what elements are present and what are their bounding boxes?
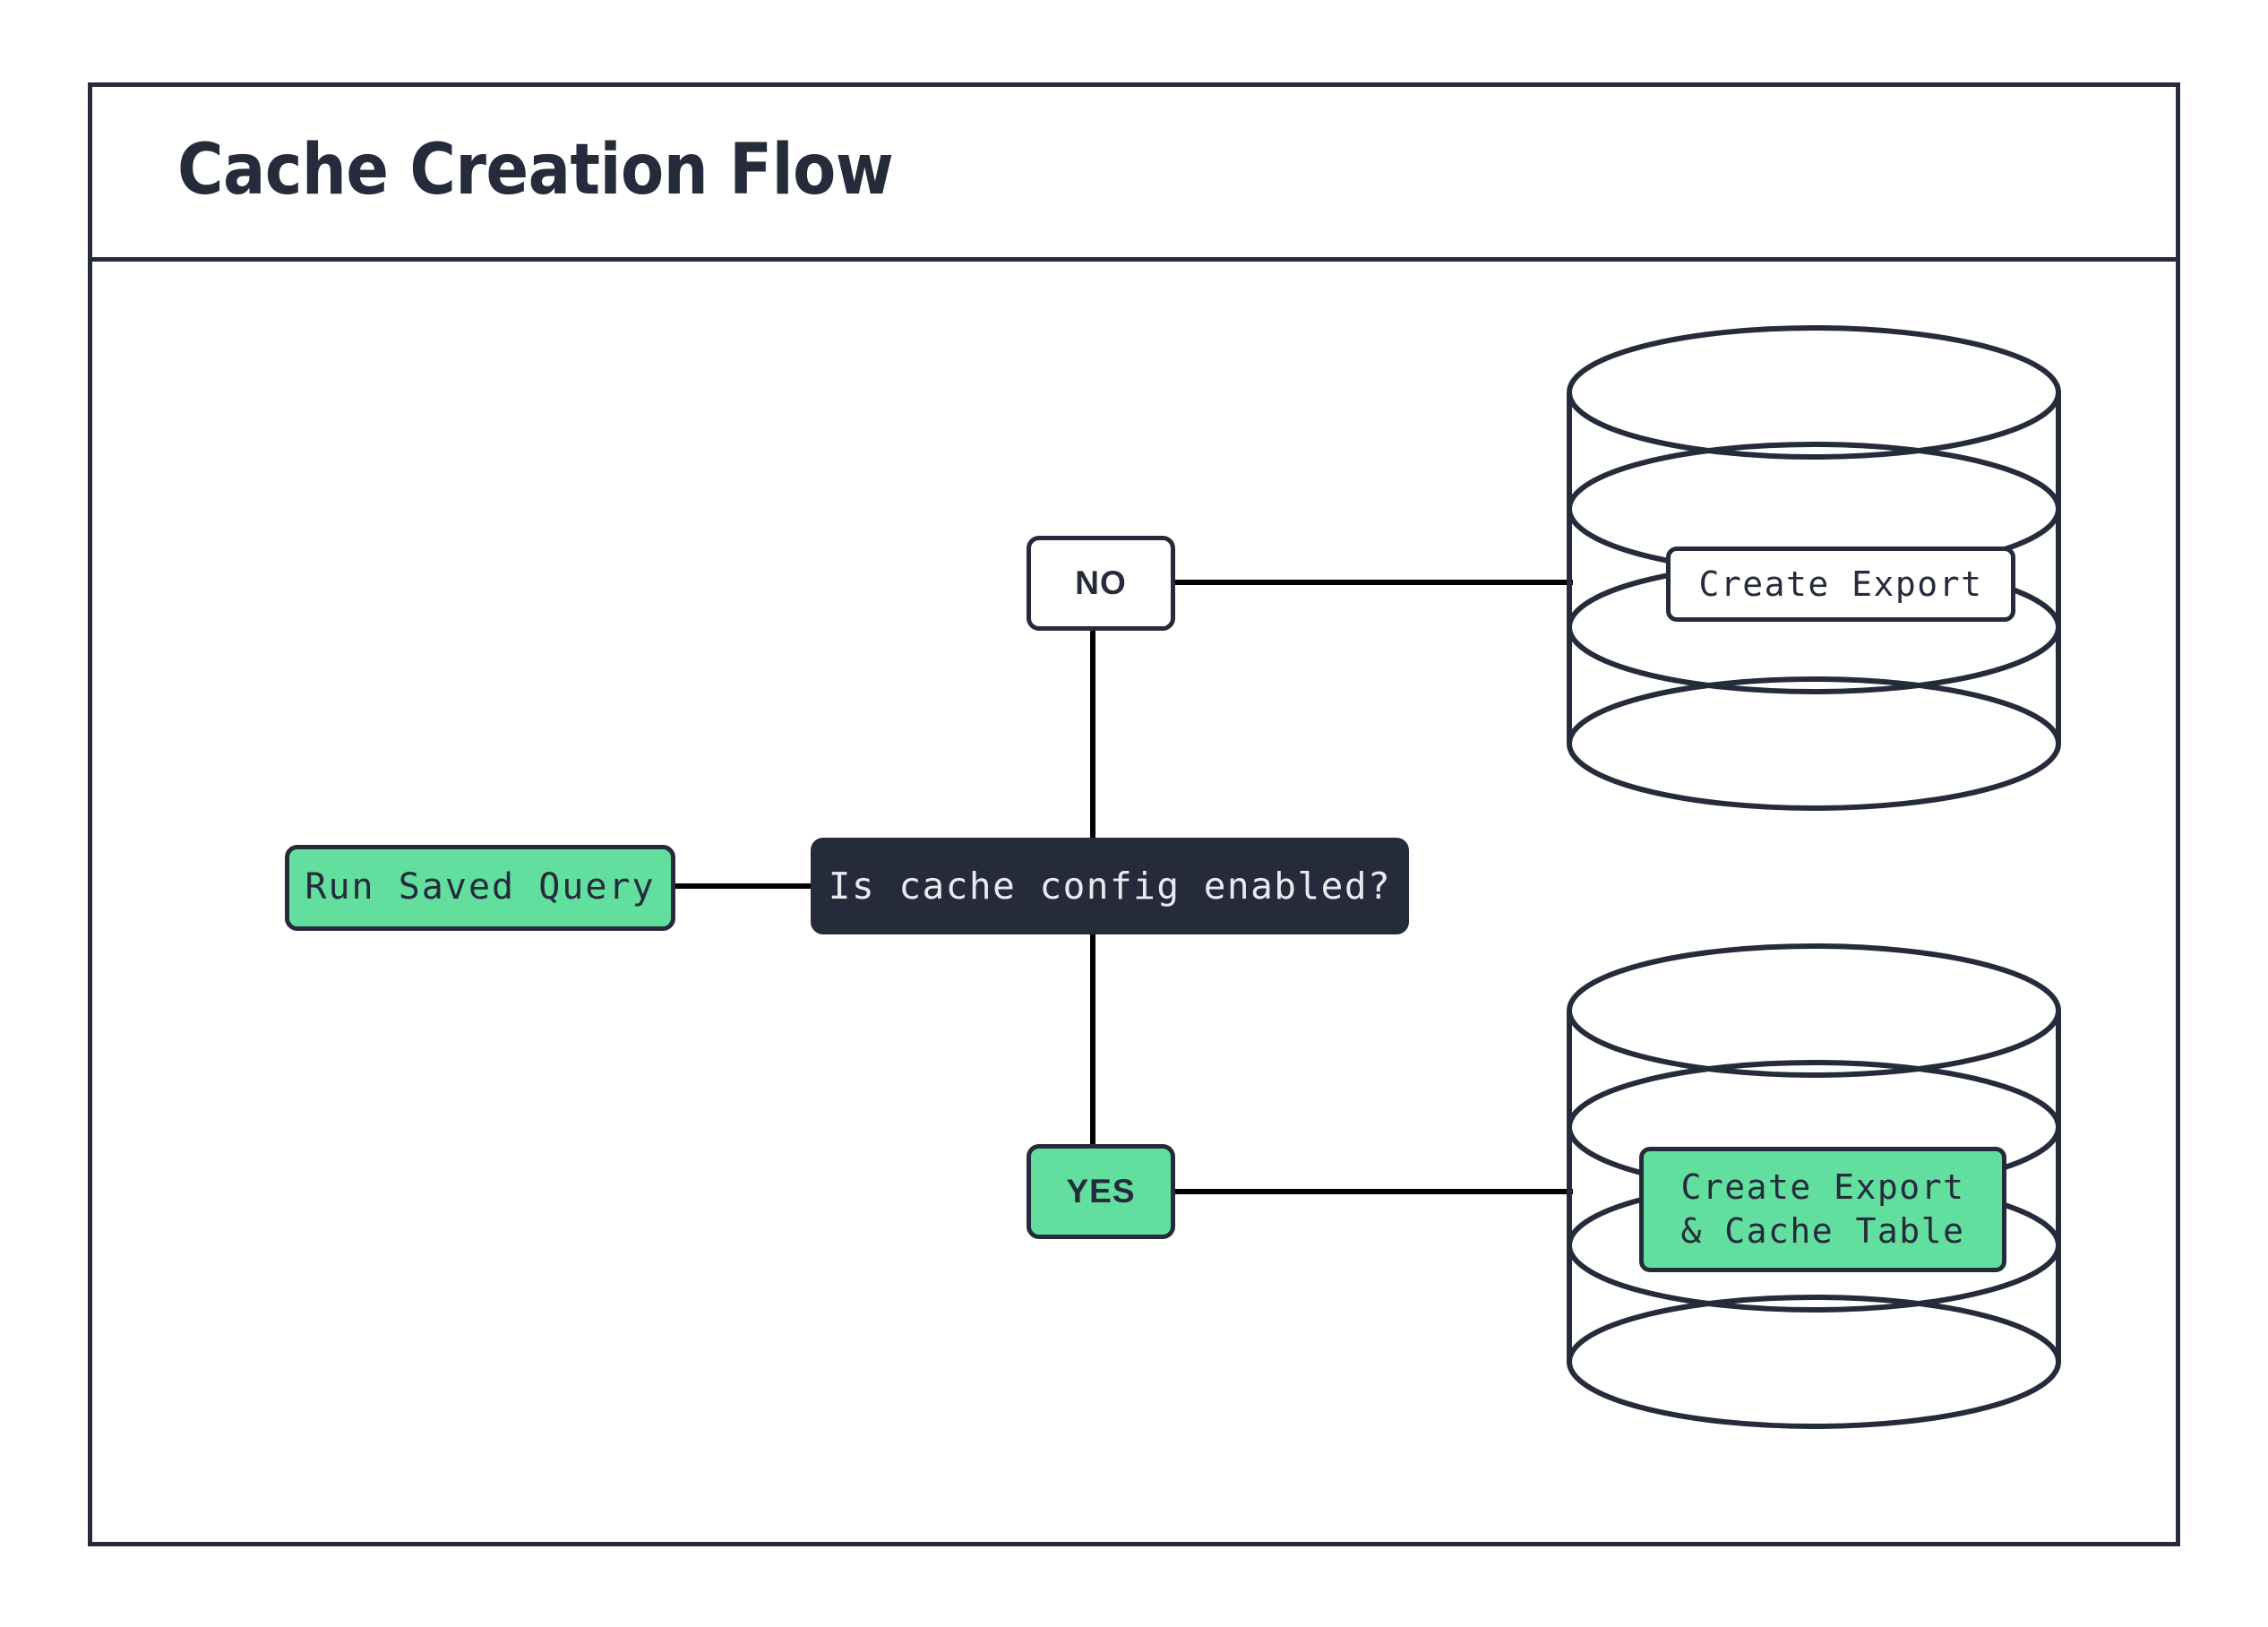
node-create-export-and-cache-table[interactable]: Create Export & Cache Table <box>1639 1147 2006 1272</box>
node-run-saved-query[interactable]: Run Saved Query <box>285 845 675 931</box>
node-decision-cache-config[interactable]: Is cache config enabled? <box>811 838 1409 934</box>
diagram-frame <box>88 82 2180 1546</box>
page-title: Cache Creation Flow <box>177 129 894 211</box>
node-create-export-cache-line2: & Cache Table <box>1680 1211 1965 1251</box>
node-branch-no[interactable]: NO <box>1027 536 1175 631</box>
node-create-export[interactable]: Create Export <box>1666 547 2015 622</box>
node-branch-yes[interactable]: YES <box>1027 1144 1175 1239</box>
node-create-export-cache-line1: Create Export <box>1680 1167 1965 1208</box>
diagram-title-bar: Cache Creation Flow <box>88 82 2180 262</box>
